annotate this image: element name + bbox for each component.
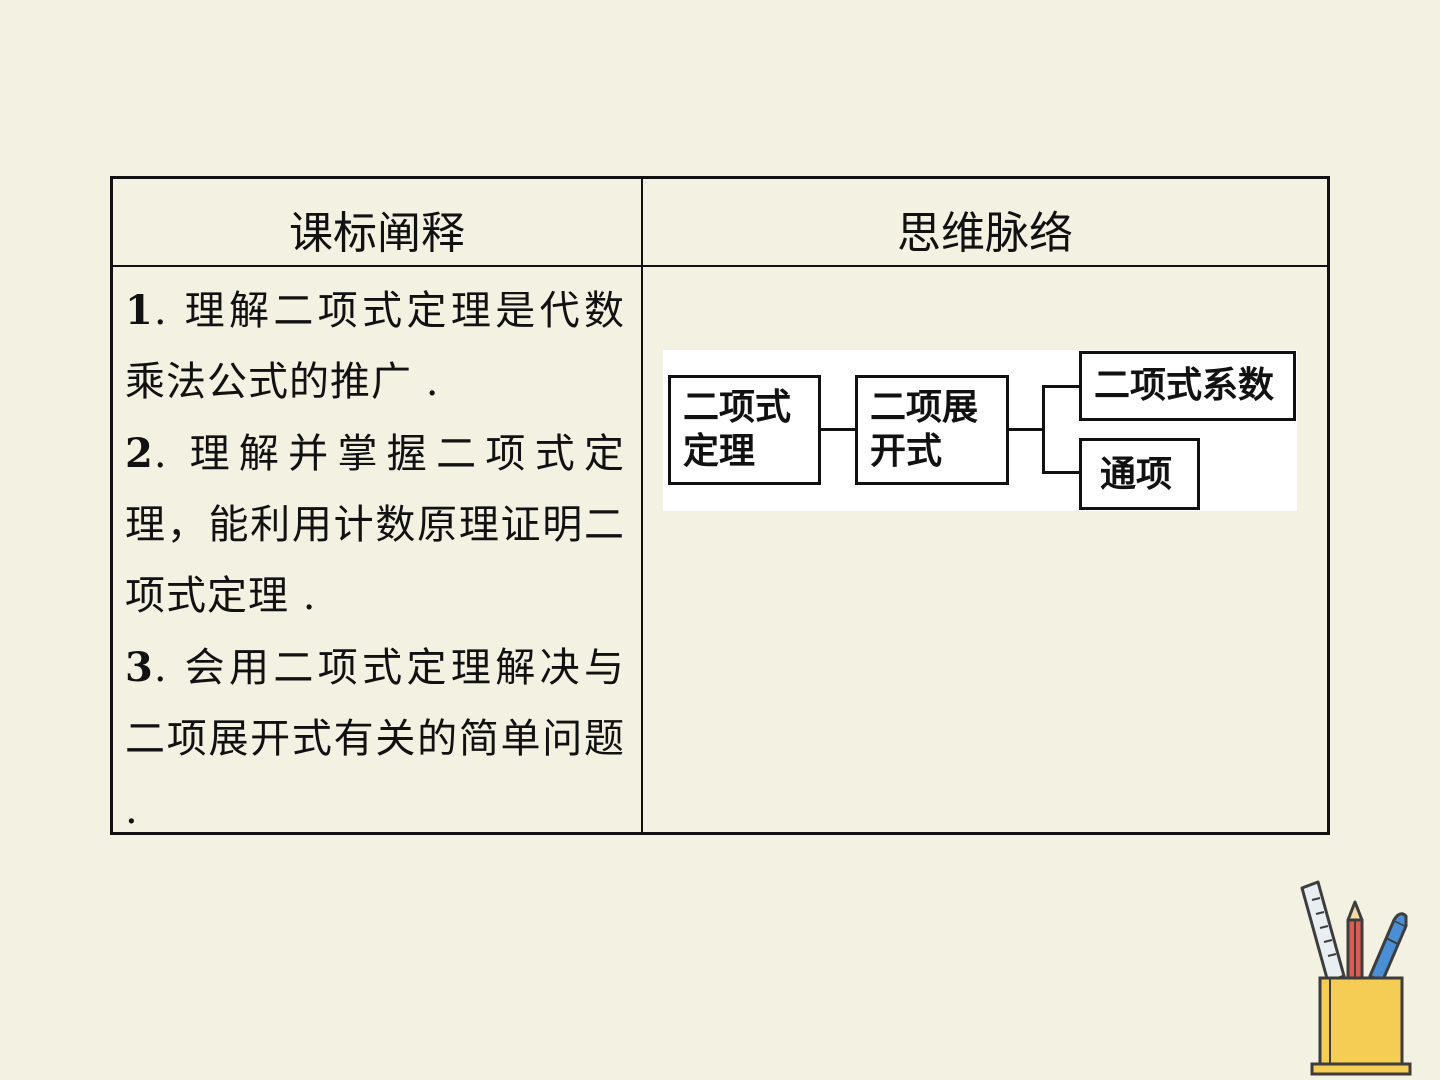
pen-icon	[1368, 912, 1408, 984]
node-binomial-theorem: 二项式 定理	[668, 375, 821, 485]
objective-item: 3. 会用二项式定理解决与二项展开式有关的简单问题 .	[125, 632, 625, 846]
node-label: 开式	[870, 431, 943, 472]
objective-number: 2	[125, 430, 154, 477]
objective-text: . 理解二项式定理是代数乘法公式的推广 .	[125, 288, 625, 405]
node-general-term: 通项	[1079, 438, 1200, 510]
content-table: 课标阐释 思维脉络 1. 理解二项式定理是代数乘法公式的推广 . 2. 理解并掌…	[110, 176, 1330, 835]
cup-icon	[1310, 976, 1412, 1076]
node-label: 二项展	[870, 387, 979, 428]
objective-item: 1. 理解二项式定理是代数乘法公式的推广 .	[125, 275, 625, 418]
row-divider	[113, 265, 1327, 267]
ruler-icon	[1300, 880, 1346, 984]
node-label: 二项式系数	[1094, 365, 1275, 406]
node-binomial-coefficient: 二项式系数	[1079, 351, 1296, 421]
connector-line	[1042, 385, 1045, 474]
objective-text: . 会用二项式定理解决与二项展开式有关的简单问题 .	[125, 645, 625, 833]
connector-line	[1042, 385, 1079, 388]
node-label: 定理	[683, 431, 756, 472]
header-mind-map: 思维脉络	[897, 208, 1073, 259]
objective-text: . 理解并掌握二项式定理，能利用计数原理证明二项式定理 .	[125, 431, 625, 619]
objective-number: 1	[125, 287, 154, 334]
header-curriculum: 课标阐释	[289, 208, 465, 259]
connector-line	[1042, 471, 1079, 474]
connector-line	[1009, 428, 1043, 431]
mind-map-diagram: 二项式 定理 二项展 开式 二项式系数 通项	[663, 350, 1297, 511]
objective-number: 3	[125, 644, 154, 691]
objectives-list: 1. 理解二项式定理是代数乘法公式的推广 . 2. 理解并掌握二项式定理，能利用…	[125, 275, 625, 846]
connector-line	[821, 428, 855, 431]
objective-item: 2. 理解并掌握二项式定理，能利用计数原理证明二项式定理 .	[125, 418, 625, 632]
node-label: 二项式	[683, 387, 792, 428]
node-label: 通项	[1100, 454, 1173, 495]
node-binomial-expansion: 二项展 开式	[855, 375, 1009, 485]
pencil-cup-icon	[1300, 880, 1412, 1076]
pencil-icon	[1346, 900, 1364, 984]
column-divider	[641, 179, 643, 832]
